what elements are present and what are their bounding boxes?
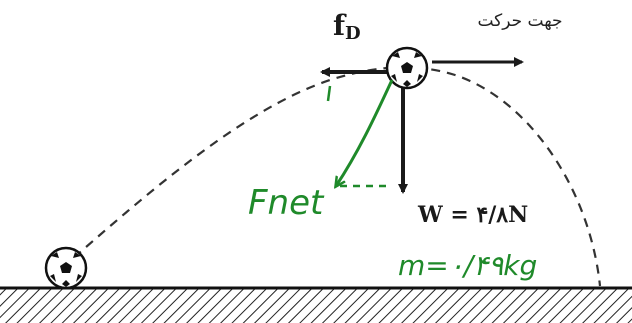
mass-label: m=۰/۴۹kg	[398, 249, 537, 282]
drag-force-label-main: f	[333, 9, 347, 42]
net-force-annotation: Fnet	[248, 79, 394, 223]
drag-force-label: fD	[333, 9, 361, 44]
soccer-ball-icon	[44, 246, 88, 290]
weight-label: W = ۴/۸N	[417, 202, 528, 228]
drag-force-label-subscript: D	[345, 23, 361, 44]
motion-direction-label: جهت حرکت	[477, 11, 562, 31]
soccer-ball-icon	[385, 46, 429, 90]
net-force-tick-mark	[326, 85, 332, 102]
net-force-arrow	[336, 79, 394, 186]
ground	[0, 286, 632, 323]
ground-hatch	[0, 288, 632, 323]
net-force-label: Fnet	[248, 183, 325, 223]
